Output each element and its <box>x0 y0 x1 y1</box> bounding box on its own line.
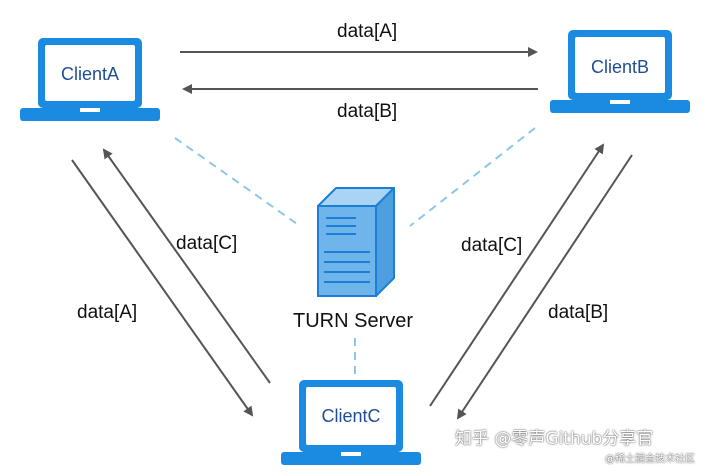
flow-label-b-to-c: data[B] <box>548 302 609 323</box>
client-b-label: ClientB <box>590 57 650 77</box>
client-c-label: ClientC <box>321 406 381 426</box>
server-label: TURN Server <box>293 310 414 332</box>
arrow-c-to-a <box>102 148 271 384</box>
flow-label-a-to-c: data[A] <box>77 302 138 323</box>
client-c-laptop-icon <box>281 380 421 465</box>
flow-label-c-to-b: data[C] <box>461 235 523 256</box>
flow-label-c-to-a: data[C] <box>176 233 238 254</box>
server-tower-icon <box>317 187 395 297</box>
client-b-laptop-icon <box>550 30 690 113</box>
arrow-c-to-b <box>429 143 605 407</box>
watermark-main: 知乎 @零声Github分享官 <box>455 429 654 449</box>
client-a-laptop-icon <box>20 38 160 121</box>
dashed-link-b-server <box>409 127 536 227</box>
arrow-b-to-c <box>456 154 633 420</box>
flow-label-a-to-b: data[A] <box>337 21 398 42</box>
client-a-label: ClientA <box>60 64 120 84</box>
flow-label-b-to-a: data[B] <box>337 101 398 122</box>
dashed-link-a-server <box>174 137 301 227</box>
arrow-a-to-c <box>71 159 254 417</box>
watermark-sub: @稀土掘金技术社区 <box>605 454 695 465</box>
